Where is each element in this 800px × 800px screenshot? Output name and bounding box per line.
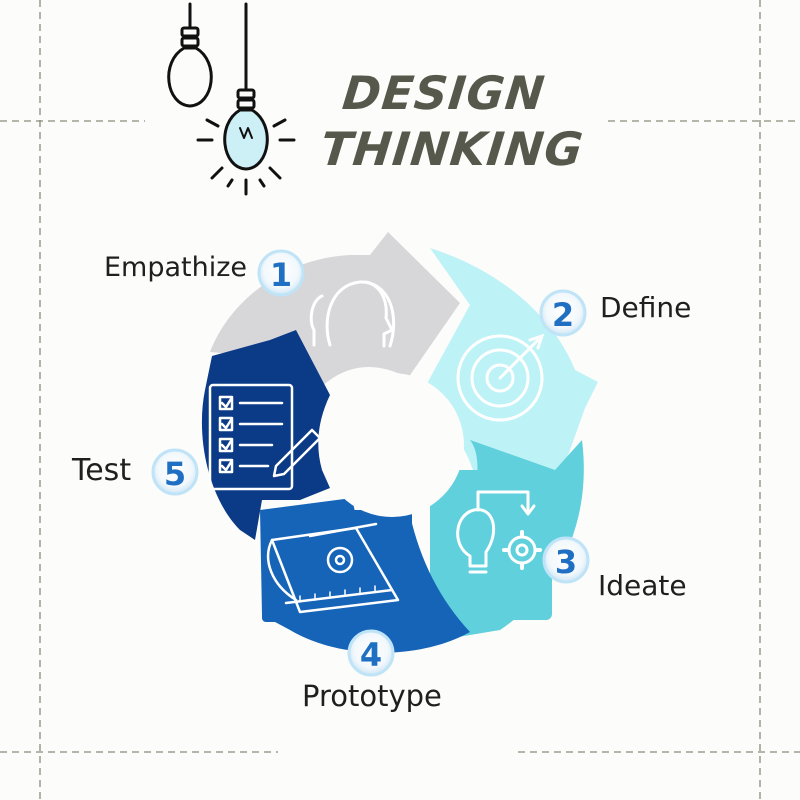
title-line-design: DESIGN (340, 66, 548, 120)
step-label-empathize: Empathize (104, 252, 248, 283)
badge-number-3: 3 (555, 543, 577, 581)
segment-test (201, 330, 330, 540)
badge-number-2: 2 (552, 296, 574, 334)
two-heads-icon (309, 280, 396, 348)
step-label-prototype: Prototype (302, 679, 442, 713)
target-icon (456, 333, 545, 422)
segment-prototype-card (262, 510, 412, 622)
badge-3: 3 (542, 536, 590, 584)
badge-2: 2 (539, 289, 587, 337)
step-label-define: Define (600, 291, 692, 324)
title-line-thinking: THINKING (318, 122, 587, 176)
checklist-icon (208, 383, 322, 491)
badge-1: 1 (257, 249, 305, 297)
cycle-ring (201, 232, 598, 653)
badge-4: 4 (347, 629, 395, 677)
lightbulb-off-icon (167, 2, 213, 108)
lightbulb-gear-icon (456, 490, 542, 574)
step-label-ideate: Ideate (598, 569, 687, 602)
badge-5: 5 (151, 448, 199, 496)
blueprint-icon (266, 522, 400, 614)
step-label-test: Test (72, 453, 132, 488)
badge-number-5: 5 (164, 455, 186, 493)
badge-number-4: 4 (360, 636, 382, 674)
cycle-center (320, 373, 464, 517)
lightbulb-on-icon (196, 2, 296, 196)
badge-number-1: 1 (270, 256, 292, 294)
